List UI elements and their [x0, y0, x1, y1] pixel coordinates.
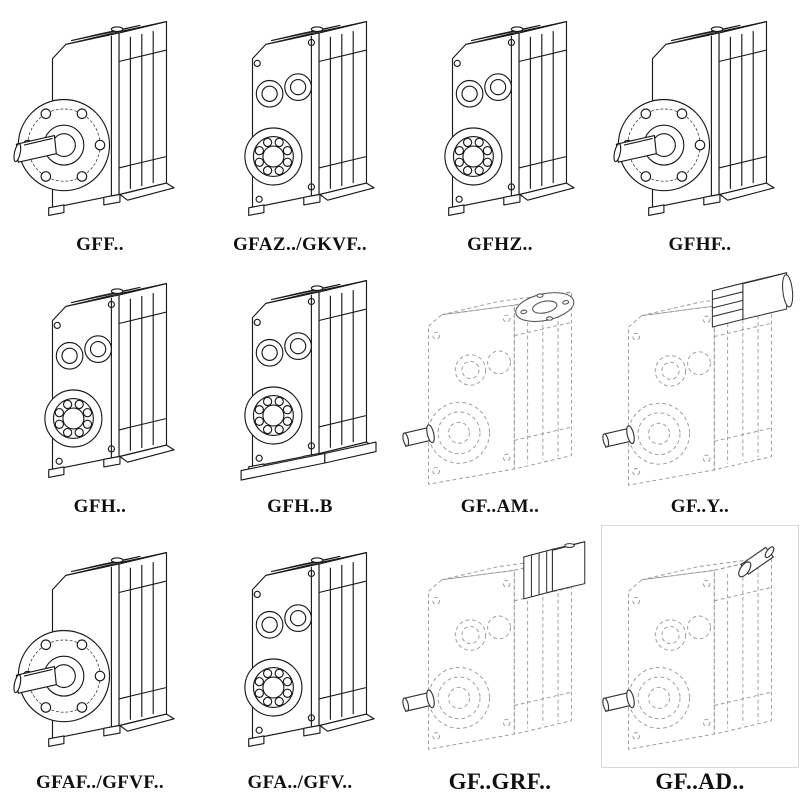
gearbox-hollow-shaft-icon — [205, 14, 395, 221]
gearbox-hollow-shaft-icon — [205, 545, 395, 752]
gearbox-flange-solid-shaft-icon — [5, 545, 195, 752]
gearbox-drawing-hollow-base — [200, 262, 400, 497]
model-label: GF..AD.. — [655, 768, 745, 794]
gearbox-grf-ghost-icon — [400, 536, 600, 757]
catalog-cell-gf-grf: GF..GRF.. — [400, 524, 600, 800]
model-label: GF..AM.. — [460, 496, 540, 518]
catalog-cell-gfa-gfv: GFA../GFV.. — [200, 524, 400, 800]
model-label: GFF.. — [76, 234, 124, 256]
gearbox-hollow-shaft-icon — [5, 276, 195, 483]
model-label: GFHF.. — [668, 234, 732, 256]
gearbox-drawing-input-adapter — [600, 524, 800, 769]
model-label: GFH.. — [73, 496, 127, 518]
gearbox-ad-ghost-icon — [600, 536, 800, 757]
catalog-cell-gf-y: GF..Y.. — [600, 262, 800, 524]
gearbox-drawing-flange-shaft — [0, 0, 200, 235]
catalog-cell-gfaz-gkvf: GFAZ../GKVF.. — [200, 0, 400, 262]
model-label: GFHZ.. — [467, 234, 533, 256]
model-label: GFAF../GFVF.. — [35, 772, 164, 794]
gearbox-drawing-iec-adapter — [400, 262, 600, 497]
model-label: GFH..B — [267, 496, 333, 518]
catalog-cell-gfh-b: GFH..B — [200, 262, 400, 524]
gearbox-drawing-flange — [600, 0, 800, 235]
model-label: GFA../GFV.. — [247, 772, 353, 794]
model-label: GF..GRF.. — [448, 768, 552, 794]
gearbox-drawing-motor-mounted — [600, 262, 800, 497]
catalog-cell-gfhf: GFHF.. — [600, 0, 800, 262]
gearbox-flange-icon — [605, 14, 795, 221]
gearbox-motor-ghost-icon — [600, 268, 800, 491]
catalog-cell-gf-ad: GF..AD.. — [600, 524, 800, 800]
gearbox-drawing-flange-shaft — [0, 524, 200, 773]
gearbox-drawing-hollow — [400, 0, 600, 235]
gearbox-drawing-hollow — [0, 262, 200, 497]
catalog-cell-gf-am: GF..AM.. — [400, 262, 600, 524]
gearbox-hollow-base-icon — [205, 273, 395, 486]
model-label: GF..Y.. — [670, 496, 730, 518]
gearbox-drawing-hollow — [200, 0, 400, 235]
catalog-cell-gfhz: GFHZ.. — [400, 0, 600, 262]
catalog-cell-gff: GFF.. — [0, 0, 200, 262]
catalog-cell-gfh: GFH.. — [0, 262, 200, 524]
gearbox-flange-solid-shaft-icon — [5, 14, 195, 221]
model-label: GFAZ../GKVF.. — [233, 234, 367, 256]
gearbox-drawing-hollow — [200, 524, 400, 773]
gearbox-hollow-shaft-icon — [405, 14, 595, 221]
gearbox-drawing-finned-adapter — [400, 524, 600, 769]
gearbox-iec-adapter-ghost-icon — [400, 269, 600, 490]
catalog-cell-gfaf-gfvf: GFAF../GFVF.. — [0, 524, 200, 800]
